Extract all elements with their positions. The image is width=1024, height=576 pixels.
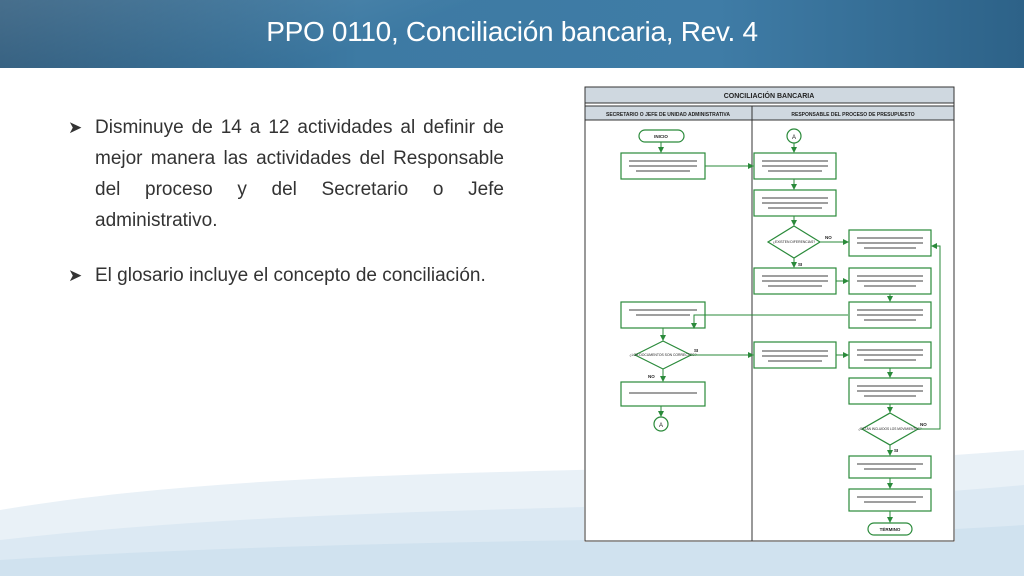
flowchart-title-bar [584, 86, 955, 104]
arrow-bullet-icon: ➤ [68, 118, 83, 137]
bullet-list: ➤ Disminuye de 14 a 12 actividades al de… [68, 112, 504, 315]
decision-label: ¿ESTÁN INCLUIDOS LOS MOVIMIENTOS? [858, 427, 922, 431]
bullet-item: ➤ El glosario incluye el concepto de con… [68, 260, 504, 291]
yes-label: SI [798, 262, 802, 267]
bullet-text: Disminuye de 14 a 12 actividades al defi… [95, 117, 504, 231]
bullet-text: El glosario incluye el concepto de conci… [95, 265, 486, 286]
yes-label: SI [694, 348, 698, 353]
title-bar: PPO 0110, Conciliación bancaria, Rev. 4 [0, 0, 1024, 68]
flowchart-diagram: CONCILIACIÓN BANCARIA SECRETARIO O JEFE … [584, 86, 955, 542]
no-label: NO [825, 235, 832, 240]
connector-label: A [792, 135, 796, 141]
start-label: INICIO [654, 134, 668, 139]
bullet-item: ➤ Disminuye de 14 a 12 actividades al de… [68, 112, 504, 236]
decision-label: ¿EXISTEN DIFERENCIAS? [773, 240, 815, 244]
end-label: TÉRMINO [880, 525, 901, 532]
lane-left-label: SECRETARIO O JEFE DE UNIDAD ADMINISTRATI… [606, 112, 730, 118]
activity-box [848, 488, 932, 512]
connector-circle [653, 416, 669, 432]
flowchart-title: CONCILIACIÓN BANCARIA [724, 91, 815, 100]
title-bar-shine [0, 0, 1024, 68]
arrow-bullet-icon: ➤ [68, 266, 83, 285]
activity-box [620, 381, 706, 407]
end-terminal [867, 522, 913, 536]
lane-right-label: RESPONSABLE DEL PROCESO DE PRESUPUESTO [791, 112, 914, 118]
lane-right-header [751, 105, 955, 121]
activity-box [848, 455, 932, 479]
decision-label: ¿LOS DOCUMENTOS SON CORRECTOS? [630, 353, 697, 357]
no-label: NO [648, 374, 655, 379]
activity-box [753, 341, 837, 369]
yes-label: SI [894, 448, 898, 453]
connector-label: A [659, 423, 663, 429]
flowchart-image: CONCILIACIÓN BANCARIA SECRETARIO O JEFE … [584, 86, 955, 542]
no-label: NO [920, 422, 927, 427]
slide-title: PPO 0110, Conciliación bancaria, Rev. 4 [266, 16, 758, 47]
